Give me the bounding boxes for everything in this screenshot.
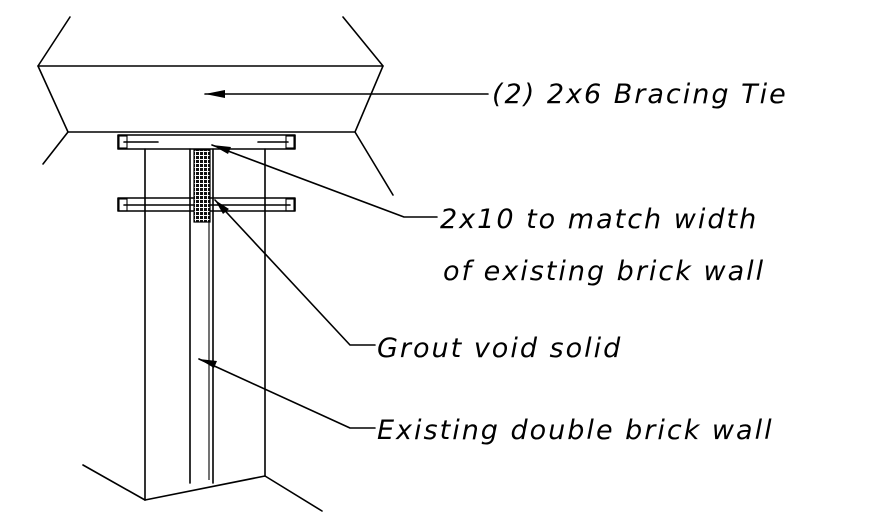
double-brick-wall	[82, 148, 323, 512]
leader-plate	[211, 144, 438, 218]
label-bracing-tie: (2) 2x6 Bracing Tie	[492, 79, 788, 110]
leader-bracing-tie	[204, 90, 489, 98]
bracing-tie-beam	[37, 16, 394, 196]
label-grout: Grout void solid	[377, 333, 622, 364]
label-wall: Existing double brick wall	[377, 415, 774, 446]
label-plate-line1: 2x10 to match width	[440, 204, 758, 235]
grout-fill	[193, 149, 211, 223]
label-plate-line2: of existing brick wall	[443, 256, 765, 287]
leader-grout	[214, 199, 376, 346]
leader-wall	[198, 358, 376, 429]
